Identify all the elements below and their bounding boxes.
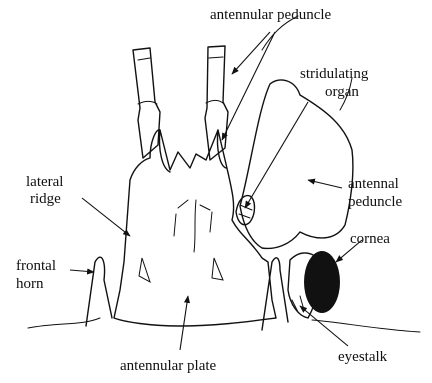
labels: antennular peduncle stridulating organ l… <box>16 7 402 374</box>
arrow-lateral-ridge <box>82 198 130 236</box>
label-frontal-horn-line2: horn <box>16 276 44 292</box>
label-stridulating-organ-line2: organ <box>325 84 359 100</box>
left-frontal-horn <box>86 257 112 326</box>
arrow-antennular-peduncle-right <box>222 32 275 140</box>
specimen-drawing <box>28 16 420 332</box>
label-lateral-ridge-line2: ridge <box>30 191 61 207</box>
label-lateral-ridge-line1: lateral <box>26 174 63 190</box>
right-antennular-peduncle <box>205 46 228 160</box>
arrow-antennular-plate <box>180 296 188 350</box>
arrow-frontal-horn <box>70 270 94 272</box>
cornea-shape <box>304 251 340 313</box>
arrow-stridulating-organ <box>245 102 308 208</box>
label-eyestalk: eyestalk <box>338 349 388 365</box>
label-antennular-plate: antennular plate <box>120 358 217 374</box>
stridulating-organ-shape <box>236 196 255 225</box>
label-antennal-peduncle-line2: peduncle <box>348 194 402 210</box>
label-antennular-peduncle: antennular peduncle <box>210 7 332 23</box>
label-cornea: cornea <box>350 231 390 247</box>
label-antennal-peduncle-line1: antennal <box>348 176 399 192</box>
label-stridulating-organ-line1: stridulating <box>300 66 369 82</box>
antennular-plate-shape <box>114 130 276 326</box>
arrow-antennal-peduncle <box>308 180 342 188</box>
antennal-peduncle-shape <box>240 16 353 248</box>
eye <box>288 251 340 318</box>
left-antennular-peduncle <box>133 48 160 158</box>
label-frontal-horn-line1: frontal <box>16 258 56 274</box>
